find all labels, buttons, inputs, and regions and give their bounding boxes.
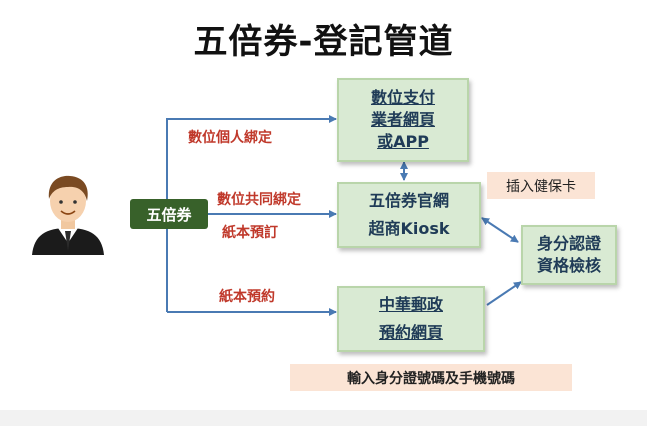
route-personal-bind: 數位個人綁定 [188,130,272,146]
person-icon [32,175,104,255]
id-check-box: 身分認證 資格檢核 [521,225,617,285]
official-site-line-1: 五倍券官網 [368,191,449,210]
five-fold-voucher-tag: 五倍券 [130,199,208,229]
post-office-box: 中華郵政 預約網頁 [337,286,485,352]
digital-pay-box: 數位支付 業者網頁 或APP [337,78,469,162]
link-post-idcheck [486,281,522,306]
link-official-idcheck [481,217,519,243]
route-joint-bind: 數位共同綁定 [217,192,301,208]
post-office-line-2: 預約網頁 [378,323,443,342]
official-site-line-2: 超商Kiosk [368,219,450,238]
diagram-title: 五倍券-登記管道 [193,22,454,62]
digital-pay-line-2: 業者網頁 [370,110,435,129]
bottom-strip [0,410,647,426]
id-check-line-2: 資格檢核 [536,256,601,275]
route-paper-reserve: 紙本預約 [219,289,275,305]
enter-id-note: 輸入身分證號碼及手機號碼 [290,364,572,391]
id-check-line-1: 身分認證 [536,234,601,253]
route-paper-order: 紙本預訂 [222,225,278,241]
post-office-line-1: 中華郵政 [378,295,443,314]
digital-pay-line-3: 或APP [377,132,429,151]
official-site-box: 五倍券官網 超商Kiosk [337,182,481,248]
digital-pay-line-1: 數位支付 [370,88,435,107]
insert-card-note: 插入健保卡 [487,172,595,199]
